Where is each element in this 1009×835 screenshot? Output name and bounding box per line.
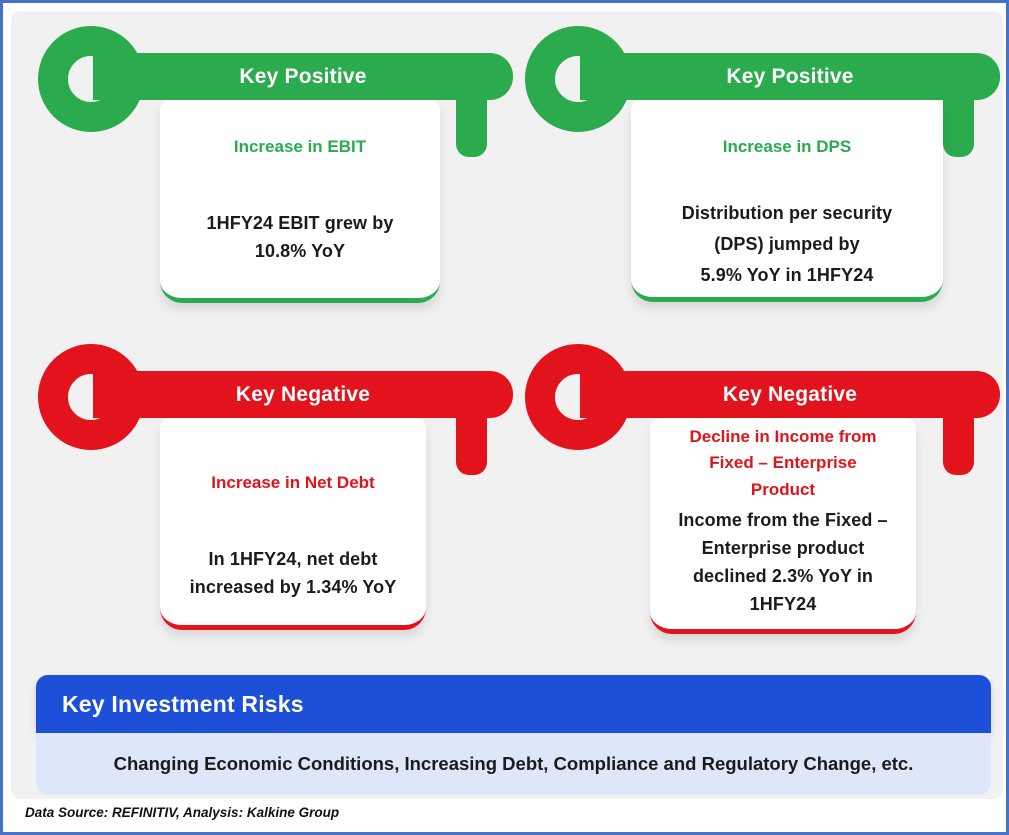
key-card: Increase in DPS Distribution per securit… <box>631 100 943 302</box>
key-shaft <box>580 371 1000 418</box>
key-header-label: Key Negative <box>235 382 371 406</box>
key-unit-negative-fixed-enterprise: Key Negative Decline in Income from Fixe… <box>525 332 1009 650</box>
key-shaft <box>93 53 513 100</box>
key-unit-positive-ebit: Key Positive Increase in EBIT 1HFY24 EBI… <box>38 14 523 332</box>
key-header-label: Key Negative <box>722 382 858 406</box>
key-tooth-icon <box>456 74 487 157</box>
key-header-label: Key Positive <box>239 64 367 88</box>
risks-banner: Key Investment Risks <box>36 675 991 733</box>
card-body: 1HFY24 EBIT grew by 10.8% YoY <box>206 213 394 262</box>
card-body: Income from the Fixed – Enterprise produ… <box>678 510 888 614</box>
key-unit-positive-dps: Key Positive Increase in DPS Distributio… <box>525 14 1009 332</box>
data-source-note: Data Source: REFINITIV, Analysis: Kalkin… <box>25 805 340 820</box>
card-title: Decline in Income from Fixed – Enterpris… <box>689 427 877 499</box>
key-tooth-icon <box>456 392 487 475</box>
key-card: Increase in Net Debt In 1HFY24, net debt… <box>160 418 426 630</box>
key-card: Decline in Income from Fixed – Enterpris… <box>650 418 916 634</box>
infographic-panel: Key Positive Increase in EBIT 1HFY24 EBI… <box>11 11 1003 799</box>
card-title: Increase in Net Debt <box>211 473 375 492</box>
key-header-label: Key Positive <box>726 64 854 88</box>
card-title: Increase in EBIT <box>233 137 367 156</box>
risks-banner-title: Key Investment Risks <box>62 690 304 717</box>
risks-strip: Changing Economic Conditions, Increasing… <box>36 733 991 795</box>
card-title: Increase in DPS <box>722 137 852 156</box>
card-body: Distribution per security (DPS) jumped b… <box>681 203 893 285</box>
key-shaft <box>580 53 1000 100</box>
key-shaft <box>93 371 513 418</box>
key-tooth-icon <box>943 392 974 475</box>
key-unit-negative-net-debt: Key Negative Increase in Net Debt In 1HF… <box>38 332 523 650</box>
risks-text: Changing Economic Conditions, Increasing… <box>113 753 914 774</box>
key-card: Increase in EBIT 1HFY24 EBIT grew by 10.… <box>160 100 440 303</box>
key-tooth-icon <box>943 74 974 157</box>
card-body: In 1HFY24, net debt increased by 1.34% Y… <box>189 549 397 598</box>
